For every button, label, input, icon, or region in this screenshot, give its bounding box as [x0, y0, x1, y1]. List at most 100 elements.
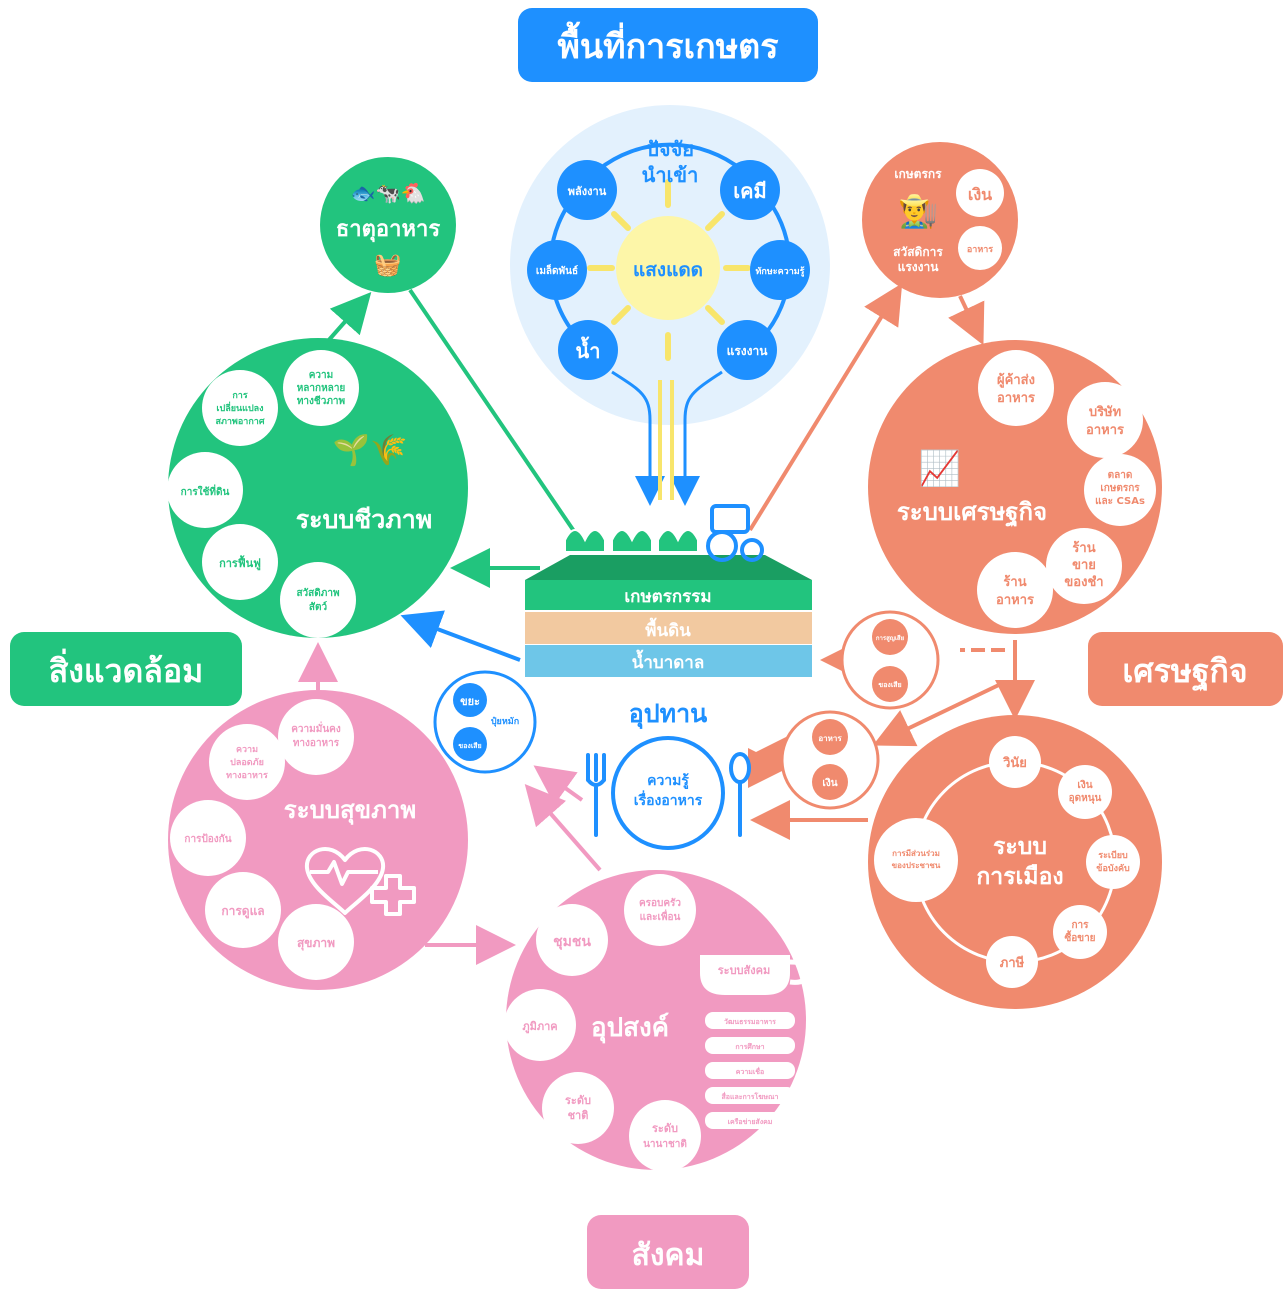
agriculture-label: เกษตรกรรม: [624, 587, 711, 607]
social-factor-label: วัฒนธรรมอาหาร: [724, 1018, 776, 1026]
environment-badge: [10, 632, 242, 706]
field-plant-icon: 🌱🌾: [333, 433, 408, 468]
demand-title: อุปทาน: [629, 699, 708, 730]
economy-label: เศรษฐกิจ: [1122, 652, 1247, 692]
inputs-title-2: นำเข้า: [642, 163, 699, 187]
national-l2: ชาติ: [568, 1109, 589, 1122]
loss-label: การสูญเสีย: [876, 634, 905, 643]
society-badge: [587, 1215, 749, 1289]
grocery-l2: ขาย: [1072, 558, 1096, 573]
politics-title-1: ระบบ: [993, 834, 1047, 860]
demand-group: อุปทาน ความรู้ เรื่องอาหาร: [586, 699, 751, 850]
tractor-to-farmers-arrow: [748, 283, 903, 532]
bio-title: ระบบชีวภาพ: [296, 505, 433, 534]
food-security-l2: ทางอาหาร: [293, 738, 340, 749]
land-use-node: [167, 452, 243, 528]
agri-area-label: พื้นที่การเกษตร: [558, 21, 780, 67]
restaurant-l1: ร้าน: [1003, 574, 1026, 590]
chemicals-node: [720, 160, 780, 220]
restaurant-l2: อาหาร: [996, 593, 1034, 608]
family-l1: ครอบครัว: [639, 897, 681, 909]
econ-title: ระบบเศรษฐกิจ: [897, 498, 1047, 528]
food-safety-l3: ทางอาหาร: [226, 771, 268, 781]
social-factor-label: การศึกษา: [735, 1042, 764, 1051]
social-factor-pill: [705, 1037, 795, 1054]
animal-welfare-node: [280, 562, 356, 638]
politics-system: ระบบ การเมือง วินัย เงิน อุดหนุน ระเบียบ…: [868, 715, 1162, 1009]
loss-circle: [840, 610, 940, 710]
climate-l2: เปลี่ยนแปลง: [216, 401, 263, 414]
trade-node: [1053, 905, 1107, 959]
biodiversity-l1: ความ: [309, 370, 334, 381]
family-l2: และเพื่อน: [640, 909, 681, 923]
region-node: [504, 989, 576, 1061]
supply-title: อุปสงค์: [591, 1012, 669, 1044]
care-label: การดูแล: [221, 904, 264, 919]
agriculture-layer: [525, 580, 812, 610]
wellbeing-node: [278, 904, 354, 980]
nutrition-circle: [320, 157, 456, 293]
waste-node: [872, 666, 908, 702]
trade-l1: การ: [1071, 920, 1089, 931]
exchange-food-label: อาหาร: [818, 734, 842, 743]
prevention-node: [170, 800, 246, 876]
compost-waste-label: ของเสีย: [458, 742, 481, 750]
international-l2: นานาชาติ: [643, 1138, 687, 1150]
water-down-arrow: [611, 370, 665, 506]
food-security-node: [278, 699, 354, 775]
compost-group: ขยะ ปุ๋ยหมัก ของเสีย: [433, 670, 537, 774]
labor-welfare-l2: แรงงาน: [898, 260, 940, 274]
biodiversity-node: [283, 350, 359, 426]
waste-to-bio-arrow: [400, 610, 521, 662]
farm-to-nutrients-arrow: [408, 288, 582, 542]
health-title: ระบบสุขภาพ: [284, 796, 416, 826]
social-factor-pill: [705, 1112, 795, 1129]
farmers-market-l2: เกษตรกร: [1100, 483, 1140, 494]
seeds-node: [527, 240, 587, 300]
subsidy-l2: อุดหนุน: [1069, 793, 1102, 804]
groundwater-label: น้ำบาดาล: [632, 649, 705, 673]
energy-node: [557, 160, 617, 220]
social-factor-pill: [705, 1087, 795, 1104]
farmer-food-node: [958, 226, 1002, 270]
skills-label: ทักษะความรู้: [755, 266, 804, 277]
climate-node: [202, 370, 278, 446]
garbage-label: ขยะ: [460, 695, 480, 708]
social-factor-label: เครือข่ายสังคม: [728, 1118, 773, 1126]
tractor-icon: [706, 504, 764, 562]
social-factor-list: วัฒนธรรมอาหารการศึกษาความเชื่อสื่อและการ…: [705, 1012, 795, 1129]
fork-to-waste-arrow: [533, 765, 584, 805]
grocery-l3: ของชำ: [1064, 574, 1103, 590]
econ-system: 📈 ระบบเศรษฐกิจ ผู้ค้าส่ง อาหาร บริษัท อา…: [868, 340, 1162, 634]
international-node: [629, 1100, 701, 1172]
subsidy-node: [1058, 765, 1112, 819]
exchange-group: อาหาร เงิน: [780, 710, 880, 810]
social-factor-label: ความเชื่อ: [736, 1066, 765, 1076]
tax-node: [986, 936, 1038, 988]
care-node: [205, 872, 281, 948]
farmers-circle: [862, 142, 1018, 298]
labor-label: แรงงาน: [727, 344, 769, 358]
labor-welfare-l1: สวัสดิการ: [893, 245, 943, 259]
farmer-people-icon: 👨‍🌾: [897, 192, 938, 230]
inputs-group: แสงแดด ปัจจัย นำเข้า พลังงาน เคมี เมล็ดพ…: [510, 105, 830, 506]
groundwater-layer: [525, 645, 812, 677]
growth-chart-icon: 📈: [919, 449, 961, 489]
participation-l2: ของประชาชน: [892, 861, 941, 870]
farmer-food-label: อาหาร: [967, 245, 993, 255]
animal-welfare-l2: สัตว์: [309, 601, 328, 613]
farm-hill: [525, 555, 812, 580]
waste-label: ของเสีย: [878, 681, 901, 689]
farmer-money-label: เงิน: [968, 185, 992, 204]
bio-system: 🌱🌾 ระบบชีวภาพ ความ หลากหลาย ทางชีวภาพ กา…: [167, 338, 468, 638]
connectors: [298, 283, 1035, 965]
farmers-market-l1: ตลาด: [1108, 470, 1133, 481]
exchange-food-node: [812, 719, 848, 755]
society-label: สังคม: [632, 1238, 705, 1273]
compost-waste-node: [453, 727, 487, 761]
cup-icon: [700, 955, 811, 995]
regulation-node: [1086, 835, 1140, 889]
spoon-icon: [729, 752, 751, 837]
